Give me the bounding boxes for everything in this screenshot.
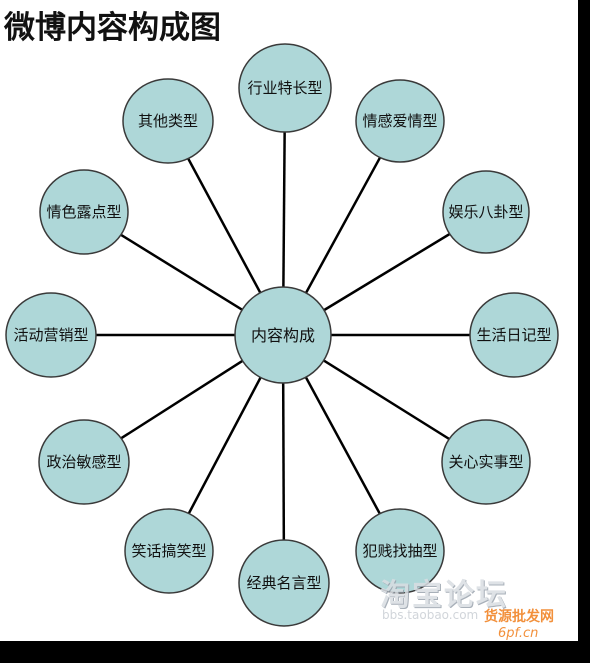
category-node-label: 犯贱找抽型	[362, 542, 437, 560]
category-node-other: 其他类型	[122, 78, 214, 164]
category-node-emotion-love: 情感爱情型	[355, 79, 445, 163]
category-node-circle	[441, 419, 531, 505]
category-node-circle	[38, 419, 130, 505]
category-node-circle	[355, 508, 445, 594]
category-node-circle	[39, 169, 129, 255]
category-node-label: 行业特长型	[247, 79, 322, 97]
watermark-logo-text: 淘宝论坛	[380, 578, 508, 613]
category-node-label: 情感爱情型	[362, 112, 437, 130]
category-node-label: 情色露点型	[46, 203, 121, 221]
category-node-circle	[124, 508, 214, 594]
category-node-gossip: 娱乐八卦型	[442, 170, 530, 254]
category-node-circle	[122, 78, 214, 164]
bottom-border	[0, 641, 590, 663]
category-node-marketing: 活动营销型	[5, 292, 97, 378]
watermark-sub-url: bbs.taobao.com	[382, 608, 479, 622]
category-node-circle	[469, 292, 559, 378]
category-node-politics: 政治敏感型	[38, 419, 130, 505]
right-border	[578, 0, 590, 663]
category-node-label: 其他类型	[138, 112, 198, 130]
category-node-circle	[442, 170, 530, 254]
category-node-cheap-lottery: 犯贱找抽型	[355, 508, 445, 594]
category-node-label: 笑话搞笑型	[131, 542, 206, 560]
category-node-life-diary: 生活日记型	[469, 292, 559, 378]
category-node-label: 政治敏感型	[46, 453, 121, 471]
category-node-erotic: 情色露点型	[39, 169, 129, 255]
category-node-circle	[355, 79, 445, 163]
category-node-circle	[5, 292, 97, 378]
category-node-label: 经典名言型	[246, 574, 321, 592]
category-node-label: 娱乐八卦型	[448, 203, 523, 221]
diagram-title: 微博内容构成图	[4, 10, 221, 46]
category-node-circle	[238, 43, 332, 133]
center-node: 内容构成	[234, 286, 332, 384]
category-node-current-affairs: 关心实事型	[441, 419, 531, 505]
category-node-circle	[238, 539, 330, 627]
category-node-quotes: 经典名言型	[238, 539, 330, 627]
center-node-label: 内容构成	[251, 326, 315, 345]
category-node-label: 关心实事型	[448, 453, 523, 471]
category-node-jokes: 笑话搞笑型	[124, 508, 214, 594]
category-node-label: 活动营销型	[13, 326, 88, 344]
category-node-industry: 行业特长型	[238, 43, 332, 133]
watermark-tag: 货源批发网	[484, 609, 554, 625]
center-node-circle	[234, 286, 332, 384]
category-node-label: 生活日记型	[476, 326, 551, 344]
watermark: 淘宝论坛 bbs.taobao.com 货源批发网 6pf.cn	[380, 570, 580, 650]
watermark-url: 6pf.cn	[498, 626, 539, 641]
